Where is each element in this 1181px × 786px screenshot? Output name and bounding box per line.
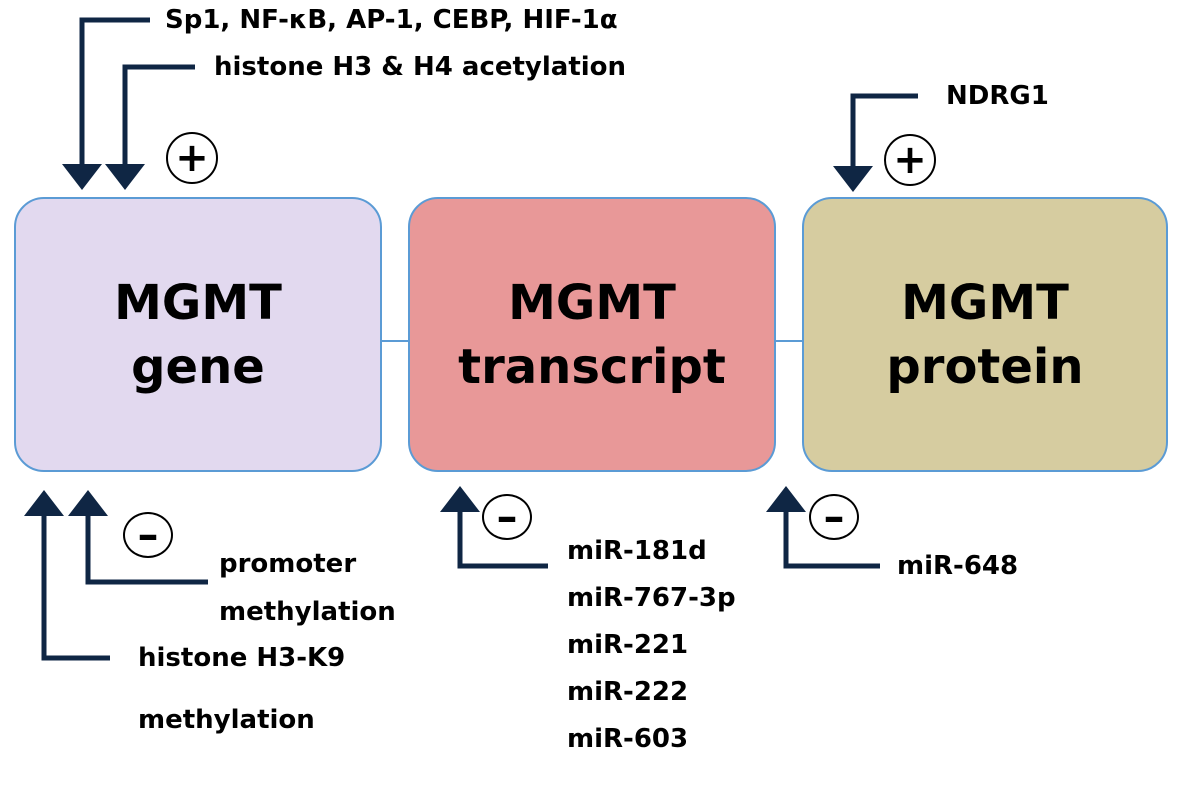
transcript-mirna-list: miR-181d miR-767-3p miR-221 miR-222 miR-…: [567, 528, 736, 763]
arrowhead-ndrg1: [833, 166, 873, 192]
arrow-promoter-methylation: [85, 514, 208, 585]
mgmt-transcript-box: MGMT transcript: [408, 197, 776, 472]
protein-mirna-label: miR-648: [897, 551, 1019, 581]
positive-sign-gene: +: [166, 132, 218, 184]
arrow-protein-mirna: [783, 510, 880, 569]
mgmt-transcript-subtitle: transcript: [458, 338, 726, 395]
negative-sign-transcript: –: [482, 494, 532, 540]
mgmt-protein-box: MGMT protein: [802, 197, 1168, 472]
histone-k9-methylation-label-line1: histone H3-K9: [138, 643, 346, 673]
mgmt-transcript-title: MGMT: [508, 274, 676, 331]
arrowhead-histone-acetylation: [105, 164, 145, 190]
mirna-list-item: miR-221: [567, 630, 689, 660]
mgmt-protein-subtitle: protein: [886, 338, 1084, 395]
histone-k9-methylation-label-line2: methylation: [138, 705, 315, 735]
mgmt-gene-title: MGMT: [114, 274, 282, 331]
mgmt-gene-box: MGMT gene: [14, 197, 382, 472]
transcription-factors-label: Sp1, NF-κB, AP-1, CEBP, HIF-1α: [165, 5, 618, 35]
arrow-histone-acetylation: [122, 64, 195, 166]
promoter-methylation-label-line1: promoter: [219, 549, 357, 579]
mirna-list-item: miR-767-3p: [567, 583, 736, 613]
histone-acetylation-label: histone H3 & H4 acetylation: [214, 52, 627, 82]
arrowhead-transcript-mirna: [440, 486, 480, 512]
promoter-methylation-label-line2: methylation: [219, 597, 396, 627]
mgmt-protein-title: MGMT: [901, 274, 1069, 331]
arrow-histone-k9-methylation: [41, 514, 110, 661]
arrow-transcription-factors: [79, 17, 150, 166]
negative-sign-gene: –: [123, 512, 173, 558]
ndrg1-label: NDRG1: [946, 81, 1049, 111]
negative-sign-protein: –: [809, 494, 859, 540]
arrowhead-promoter-methylation: [68, 490, 108, 516]
arrow-ndrg1: [850, 93, 918, 168]
arrowhead-histone-k9-methylation: [24, 490, 64, 516]
mirna-list-item: miR-181d: [567, 536, 707, 566]
arrow-transcript-mirna: [457, 510, 548, 569]
mirna-list-item: miR-603: [567, 724, 689, 754]
arrowhead-transcription-factors: [62, 164, 102, 190]
mgmt-gene-subtitle: gene: [131, 338, 265, 395]
arrowhead-protein-mirna: [766, 486, 806, 512]
mirna-list-item: miR-222: [567, 677, 689, 707]
positive-sign-protein: +: [884, 134, 936, 186]
